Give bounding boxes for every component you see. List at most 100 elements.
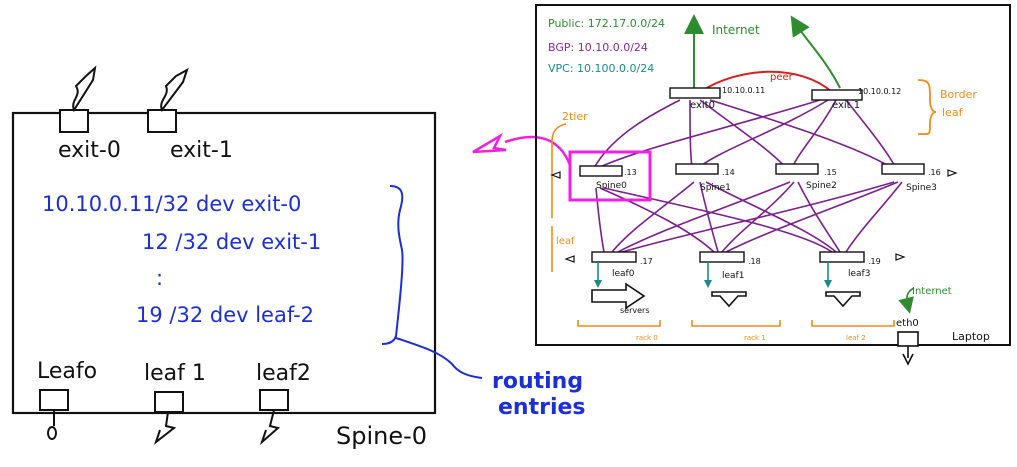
spine3-right-arrow-icon xyxy=(947,169,958,177)
spine-tier-bracket xyxy=(551,123,567,218)
spine1-switch-icon xyxy=(675,163,719,175)
spine2-switch-icon xyxy=(775,163,819,175)
leaf0-label: leaf0 xyxy=(612,269,635,279)
leaf1-label: leaf1 xyxy=(722,271,744,281)
route-entry-1: 10.10.0.11/32 dev exit-0 xyxy=(42,192,301,216)
spine1-ip: .14 xyxy=(722,168,735,177)
exit1-label: exit 1 xyxy=(832,100,860,111)
port-label-exit0: exit-0 xyxy=(58,138,121,163)
border-leaf-bracket xyxy=(917,79,937,136)
leaf0-switch[interactable]: .17 leaf0 xyxy=(591,251,653,288)
annotation-entries: entries xyxy=(498,395,586,420)
topology-frame xyxy=(535,4,1011,346)
spine0-switch-icon xyxy=(579,165,623,177)
port-label-exit1: exit-1 xyxy=(170,138,233,163)
exit1-switch[interactable]: 10.10.0.12 exit 1 xyxy=(811,87,901,111)
port-exit1-icon xyxy=(147,67,189,133)
exit1-internet-arrow xyxy=(790,15,841,89)
spine1-label: Spine1 xyxy=(700,183,731,193)
eth0-label: eth0 xyxy=(896,318,919,329)
border-leaf-label-2: leaf xyxy=(942,106,964,119)
spine0-switch[interactable]: .13 Spine0 xyxy=(579,165,637,191)
port-label-leaf2: leaf2 xyxy=(256,361,311,386)
spine2-label: Spine2 xyxy=(806,181,837,191)
spine3-ip: .16 xyxy=(928,168,941,177)
legend-vpc: VPC: 10.100.0.0/24 xyxy=(548,62,654,75)
rack0-bracket xyxy=(577,320,661,327)
exit0-label: exit0 xyxy=(690,100,715,111)
leaf3-switch-icon xyxy=(819,251,865,263)
spine2-ip: .15 xyxy=(824,168,837,177)
spine0-left-arrow-icon xyxy=(550,171,561,179)
rack1-bracket xyxy=(691,320,781,327)
leaf1-switch[interactable]: .18 leaf1 xyxy=(699,251,761,288)
device-name-label: Spine-0 xyxy=(336,422,427,450)
route-entry-2: 12 /32 dev exit-1 xyxy=(142,230,321,254)
port-label-leaf0: Leafo xyxy=(37,359,97,384)
spine3-switch-icon xyxy=(881,163,925,175)
rack2-label: leaf 2 xyxy=(846,334,866,342)
port-leaf2-icon xyxy=(259,389,289,446)
leaf3-vpc-arrow-icon xyxy=(824,280,832,288)
peer-label: peer xyxy=(770,72,794,83)
rack2-bracket xyxy=(811,320,895,327)
bgp-links-spine-leaf xyxy=(595,181,903,253)
spine0-highlight xyxy=(568,150,652,202)
leaf3-label: leaf3 xyxy=(848,269,870,279)
peer-link xyxy=(699,70,833,93)
spine-device-box xyxy=(11,111,437,415)
leaf3-right-arrow-icon xyxy=(895,253,906,261)
leaf0-left-arrow-icon xyxy=(564,255,575,263)
eth0-port-icon xyxy=(897,331,919,366)
bgp-links-exit-spine xyxy=(593,99,897,169)
port-leaf0-icon xyxy=(39,389,69,440)
spine2-switch[interactable]: .15 Spine2 xyxy=(775,163,837,191)
leaf1-switch-icon xyxy=(699,251,745,263)
topology-panel: Public: 172.17.0.0/24 BGP: 10.10.0.0/24 … xyxy=(535,4,1011,366)
spine3-label: Spine3 xyxy=(906,183,937,193)
zoom-pointer-line xyxy=(504,135,572,166)
rack1-label: rack 1 xyxy=(744,334,766,342)
exit1-ip: 10.10.0.12 xyxy=(858,87,901,96)
annotation-routing: routing xyxy=(492,369,583,394)
leaf3-ip: .19 xyxy=(868,257,881,266)
laptop-internet-arrow xyxy=(898,287,915,314)
laptop-label: Laptop xyxy=(952,330,990,343)
exit1-switch-icon xyxy=(811,89,863,101)
port-leaf1-icon xyxy=(154,391,184,445)
rack0-label: rack 0 xyxy=(636,334,658,342)
spine1-switch[interactable]: .14 Spine1 xyxy=(675,163,735,193)
legend-public: Public: 172.17.0.0/24 xyxy=(548,17,665,30)
rack2-servers-arrow-icon xyxy=(825,291,861,308)
spine-zoom-panel: exit-0 exit-1 10.10.0.11/32 dev exit-0 1… xyxy=(11,65,483,450)
servers-arrow-icon xyxy=(591,282,646,310)
exit0-switch-icon xyxy=(669,87,721,99)
zoom-pointer-arrowhead xyxy=(472,132,507,154)
port-label-leaf1: leaf 1 xyxy=(144,361,206,386)
exit0-switch[interactable]: 10.10.0.11 exit0 xyxy=(669,86,765,111)
leaf0-vpc-arrow-icon xyxy=(594,280,602,288)
leaf0-switch-icon xyxy=(591,251,637,263)
route-ellipsis: : xyxy=(156,266,163,290)
leaf-tier-label: leaf xyxy=(556,236,575,247)
border-leaf-label-1: Border xyxy=(940,88,977,101)
exit0-ip: 10.10.0.11 xyxy=(722,86,765,95)
port-exit0-icon xyxy=(59,65,97,133)
servers-label: servers xyxy=(620,306,650,315)
legend-bgp: BGP: 10.10.0.0/24 xyxy=(548,41,648,54)
route-entry-3: 19 /32 dev leaf-2 xyxy=(136,303,314,327)
leaf1-vpc-arrow-icon xyxy=(704,280,712,288)
leaf1-ip: .18 xyxy=(748,257,761,266)
leaf0-ip: .17 xyxy=(640,257,653,266)
spine0-ip: .13 xyxy=(624,168,637,177)
spine0-label: Spine0 xyxy=(596,181,627,191)
internet-label: Internet xyxy=(712,23,760,37)
leaf3-switch[interactable]: .19 leaf3 xyxy=(819,251,881,288)
laptop-internet-label: Internet xyxy=(912,286,952,297)
annotation-leader xyxy=(395,337,483,379)
spine3-switch[interactable]: .16 Spine3 xyxy=(881,163,941,193)
rack1-servers-arrow-icon xyxy=(711,291,747,308)
routes-brace xyxy=(381,185,404,345)
tier-label: 2tier xyxy=(562,110,588,123)
